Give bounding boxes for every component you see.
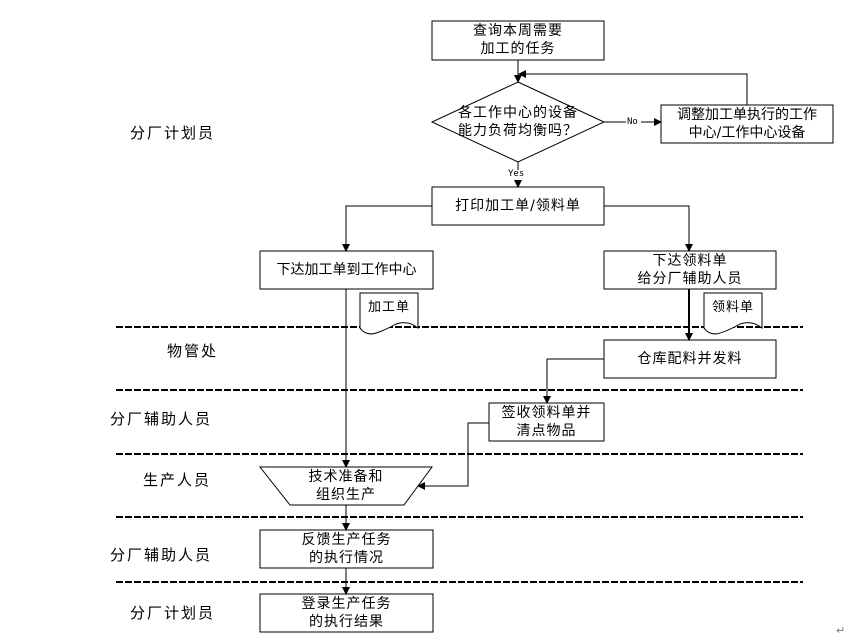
node-query-task xyxy=(431,20,605,61)
edge-adjust-loop-back xyxy=(518,70,748,105)
node-print-label: 打印加工单/领料单 xyxy=(455,198,581,214)
lane-label-plant-assistant-2: 分厂辅助人员 xyxy=(110,546,213,564)
node-decision-label: 各工作中心的设备 能力负荷均衡吗？ xyxy=(458,105,578,139)
node-prepare-label: 技术准备和 组织生产 xyxy=(308,469,384,503)
document-work-order xyxy=(359,292,419,335)
node-adjust-label: 调整加工单执行的工作 中心/工作中心设备 xyxy=(677,107,817,141)
lane-label-materials-dept: 物管处 xyxy=(167,342,219,360)
node-record-label: 登录生产任务 的执行结果 xyxy=(301,596,392,630)
edge-label-yes: Yes xyxy=(508,169,525,179)
paragraph-mark-icon: ↵ xyxy=(836,624,846,637)
edge-receive-to-prepare xyxy=(417,422,489,490)
node-query-task-label: 查询本周需要 加工的任务 xyxy=(473,23,563,57)
node-issue-pick-label: 下达领料单 给分厂辅助人员 xyxy=(637,253,743,287)
document-pick-list-label: 领料单 xyxy=(711,300,754,315)
node-prepare-production xyxy=(258,466,433,506)
lane-label-production-staff: 生产人员 xyxy=(143,471,212,489)
node-receive-materials xyxy=(488,402,605,442)
document-work-order-label: 加工单 xyxy=(367,300,410,315)
edge-print-to-issue-order xyxy=(342,205,432,252)
node-warehouse-label: 仓库配料并发料 xyxy=(637,351,743,367)
edge-warehouse-to-receive xyxy=(543,358,604,404)
edge-print-to-issue-pick xyxy=(604,205,693,252)
node-record-results xyxy=(259,593,434,633)
node-feedback-label: 反馈生产任务 的执行情况 xyxy=(301,532,392,566)
node-issue-order-label: 下达加工单到工作中心 xyxy=(276,262,417,278)
node-feedback-execution xyxy=(259,529,434,569)
node-receive-label: 签收领料单并 清点物品 xyxy=(501,405,592,439)
document-pick-list xyxy=(703,292,763,335)
edge-label-no: No xyxy=(627,117,638,127)
lane-label-plant-assistant: 分厂辅助人员 xyxy=(110,410,213,428)
lane-label-plant-planner: 分厂计划员 xyxy=(130,124,216,142)
node-adjust-work-center xyxy=(660,104,834,144)
lane-label-plant-planner-2: 分厂计划员 xyxy=(130,604,216,622)
